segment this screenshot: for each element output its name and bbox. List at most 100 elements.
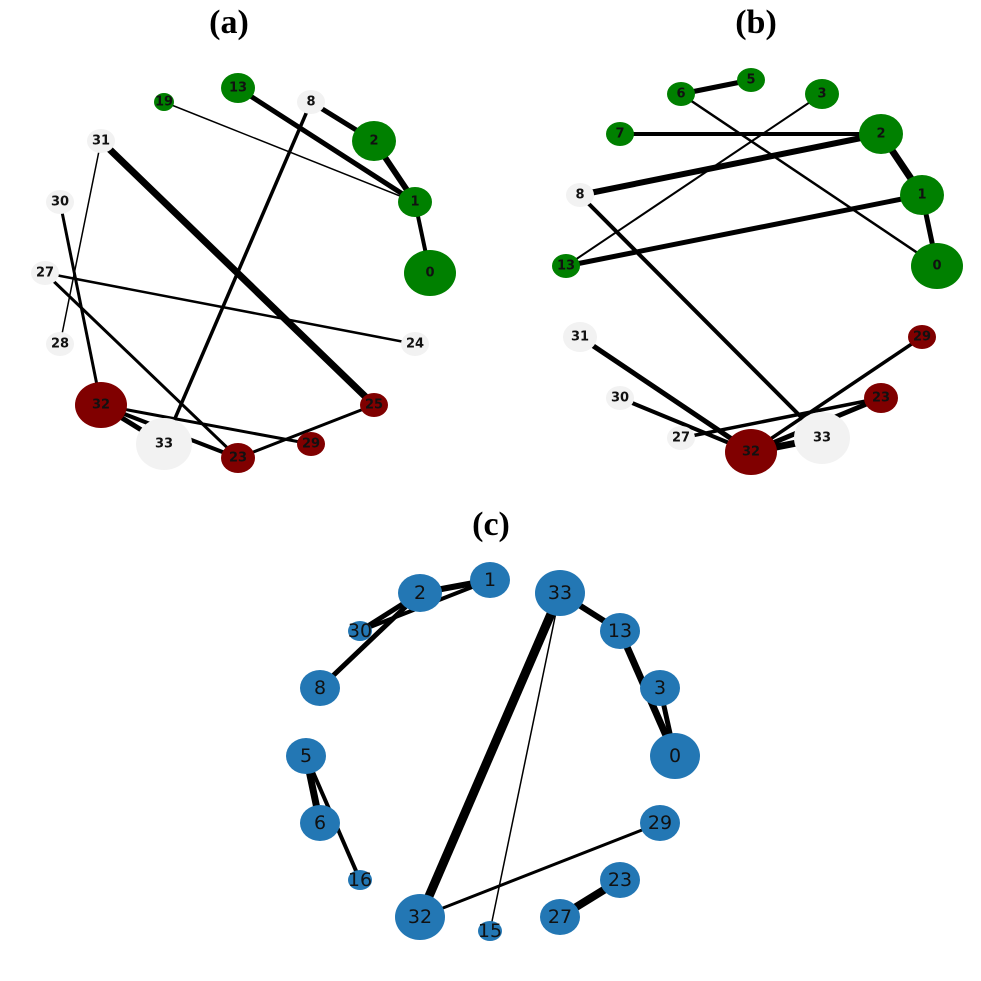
node-circle <box>297 432 325 456</box>
edge-27-24 <box>44 271 416 346</box>
node-circle <box>221 443 255 473</box>
node-31: 31 <box>563 322 597 352</box>
node-circle <box>87 129 115 153</box>
node-3: 3 <box>805 79 839 109</box>
node-label: 0 <box>669 745 681 767</box>
node-label: 27 <box>672 431 690 446</box>
node-circle <box>136 418 192 470</box>
node-circle <box>300 805 340 841</box>
node-label: 30 <box>611 391 629 406</box>
node-30: 30 <box>606 386 634 410</box>
node-label: 29 <box>913 330 931 345</box>
edge-23-25 <box>237 403 375 460</box>
node-circle <box>563 322 597 352</box>
node-circle <box>297 90 325 114</box>
node-label: 0 <box>425 266 434 281</box>
node-circle <box>540 899 580 935</box>
node-label: 28 <box>51 337 69 352</box>
node-label: 32 <box>92 398 110 413</box>
node-label: 5 <box>746 73 755 88</box>
node-label: 27 <box>548 906 572 928</box>
node-circle <box>606 386 634 410</box>
node-3: 3 <box>640 670 680 706</box>
node-label: 23 <box>608 869 632 891</box>
node-0: 0 <box>911 243 963 289</box>
node-circle <box>600 862 640 898</box>
node-label: 31 <box>571 330 589 345</box>
node-0: 0 <box>404 250 456 296</box>
node-32: 32 <box>75 382 127 428</box>
node-2: 2 <box>859 114 903 154</box>
node-label: 6 <box>676 87 685 102</box>
node-2: 2 <box>398 574 442 612</box>
node-circle <box>286 738 326 774</box>
node-label: 3 <box>654 677 666 699</box>
node-5: 5 <box>737 68 765 92</box>
node-5: 5 <box>286 738 326 774</box>
node-circle <box>398 574 442 612</box>
node-circle <box>221 73 255 103</box>
edge-13-1 <box>565 192 923 269</box>
node-label: 2 <box>414 582 426 604</box>
node-33: 33 <box>535 570 585 616</box>
node-7: 7 <box>606 122 634 146</box>
node-circle <box>348 870 372 890</box>
panel-b-label: (b) <box>735 4 777 41</box>
node-29: 29 <box>640 805 680 841</box>
node-circle <box>352 121 396 161</box>
node-circle <box>725 429 777 475</box>
node-27: 27 <box>31 261 59 285</box>
node-label: 23 <box>229 451 247 466</box>
node-label: 6 <box>314 812 326 834</box>
node-label: 23 <box>872 391 890 406</box>
node-label: 13 <box>608 620 632 642</box>
node-circle <box>859 114 903 154</box>
node-label: 27 <box>36 266 54 281</box>
edge-29-32 <box>750 335 923 454</box>
node-8: 8 <box>300 670 340 706</box>
node-28: 28 <box>46 332 74 356</box>
node-19: 19 <box>154 93 174 111</box>
node-label: 25 <box>365 398 383 413</box>
node-8: 8 <box>566 183 594 207</box>
node-0: 0 <box>650 733 700 779</box>
node-circle <box>640 670 680 706</box>
panel-a-label: (a) <box>209 4 249 41</box>
node-32: 32 <box>395 894 445 940</box>
node-circle <box>395 894 445 940</box>
node-label: 1 <box>917 188 926 203</box>
edge-27-23 <box>680 396 882 440</box>
edge-27-23 <box>43 271 240 460</box>
node-label: 13 <box>557 259 575 274</box>
node-circle <box>794 412 850 464</box>
node-label: 19 <box>155 95 173 110</box>
edge-8-2 <box>318 591 422 690</box>
edge-8-33 <box>578 193 824 440</box>
edge-31-32 <box>578 334 753 455</box>
node-27: 27 <box>540 899 580 935</box>
node-circle <box>667 426 695 450</box>
edge-3-13 <box>565 93 823 267</box>
node-label: 24 <box>406 337 424 352</box>
node-2: 2 <box>352 121 396 161</box>
edge-31-28 <box>59 140 102 345</box>
node-label: 33 <box>155 437 173 452</box>
node-33: 33 <box>794 412 850 464</box>
node-circle <box>398 187 432 217</box>
node-16: 16 <box>348 869 372 891</box>
edge-8-33 <box>162 101 313 445</box>
node-8: 8 <box>297 90 325 114</box>
edge-33-32 <box>415 591 565 919</box>
node-circle <box>470 562 510 598</box>
node-13: 13 <box>221 73 255 103</box>
node-label: 33 <box>813 431 831 446</box>
edge-30-32 <box>58 201 103 406</box>
node-29: 29 <box>297 432 325 456</box>
node-circle <box>31 261 59 285</box>
node-6: 6 <box>667 82 695 106</box>
node-circle <box>900 175 944 215</box>
